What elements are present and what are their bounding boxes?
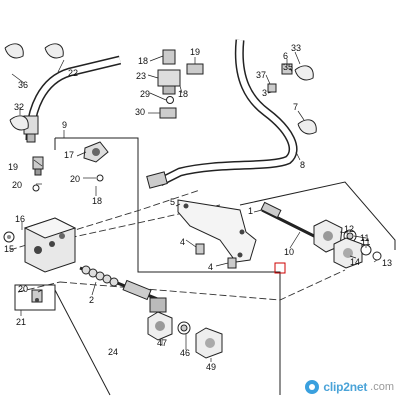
spool-10 [260, 201, 319, 240]
callout-19: 19 [190, 47, 200, 57]
callout-8: 8 [300, 160, 305, 170]
valve-block [23, 217, 77, 273]
callout-6: 6 [283, 51, 288, 61]
washer-46 [177, 321, 191, 335]
fitting-17 [83, 141, 109, 163]
callout-46: 46 [180, 348, 190, 358]
callout-1: 1 [248, 206, 253, 216]
fitting-19-upper [186, 63, 204, 75]
callout-18: 18 [92, 196, 102, 206]
fitting-18-top [162, 49, 176, 65]
nut-47 [147, 311, 173, 341]
callout-18: 18 [178, 89, 188, 99]
oring-29 [166, 96, 174, 104]
callout-13: 13 [382, 258, 392, 268]
callout-33: 33 [291, 43, 301, 53]
callout-21: 21 [16, 317, 26, 327]
watermark: clip2net .com [304, 378, 394, 396]
callout-9: 9 [62, 120, 67, 130]
part-21 [14, 284, 56, 311]
callout-19: 19 [8, 162, 18, 172]
callout-20: 20 [18, 284, 28, 294]
fitting-23 [157, 69, 181, 95]
callout-20: 20 [70, 174, 80, 184]
callout-5: 5 [170, 197, 175, 207]
callout-14: 14 [350, 257, 360, 267]
hose-22 [23, 55, 122, 143]
bracket-5 [177, 199, 257, 263]
callout-17: 17 [64, 150, 74, 160]
callout-3: 3 [262, 88, 267, 98]
callout-29: 29 [140, 89, 150, 99]
callout-15: 15 [4, 244, 14, 254]
clamp-36-top [4, 43, 64, 59]
leader-lines [11, 51, 378, 362]
callout-18: 18 [138, 56, 148, 66]
clamp-32 [9, 115, 29, 131]
callout-labels: 36 22 32 19 20 17 20 18 9 16 15 20 21 2 … [4, 43, 392, 372]
watermark-suffix: .com [370, 381, 394, 393]
callout-30: 30 [135, 107, 145, 117]
callout-10: 10 [284, 247, 294, 257]
callout-11: 11 [360, 233, 369, 243]
oring-20 [32, 174, 104, 192]
callout-32: 32 [14, 102, 24, 112]
callout-4: 4 [208, 262, 213, 272]
callout-7: 7 [293, 102, 298, 112]
hose-8 [146, 39, 298, 189]
callout-23: 23 [136, 71, 146, 81]
callout-24: 24 [108, 347, 118, 357]
callout-35: 35 [283, 62, 293, 72]
oring-13 [372, 251, 382, 261]
washer-11b [360, 244, 372, 256]
clamp-33 [294, 65, 314, 81]
callout-20: 20 [12, 180, 22, 190]
callout-4: 4 [180, 237, 185, 247]
clamp-7 [297, 119, 317, 135]
callout-22: 22 [68, 68, 78, 78]
cap-49 [195, 327, 223, 359]
fitting-15 [3, 231, 15, 243]
callout-49: 49 [206, 362, 216, 372]
callout-12: 12 [344, 224, 354, 234]
fitting-30 [159, 107, 177, 119]
watermark-text: clip2net [323, 380, 368, 394]
right-frame [239, 181, 396, 250]
cap-14 [333, 237, 363, 269]
callout-36: 36 [18, 80, 28, 90]
callout-2: 2 [89, 295, 94, 305]
callout-37: 37 [256, 70, 266, 80]
clip2net-icon [305, 380, 320, 394]
callout-11: 11 [361, 237, 370, 247]
callout-16: 16 [15, 214, 25, 224]
callout-47: 47 [157, 338, 167, 348]
spool-assembly-lower [79, 265, 167, 313]
